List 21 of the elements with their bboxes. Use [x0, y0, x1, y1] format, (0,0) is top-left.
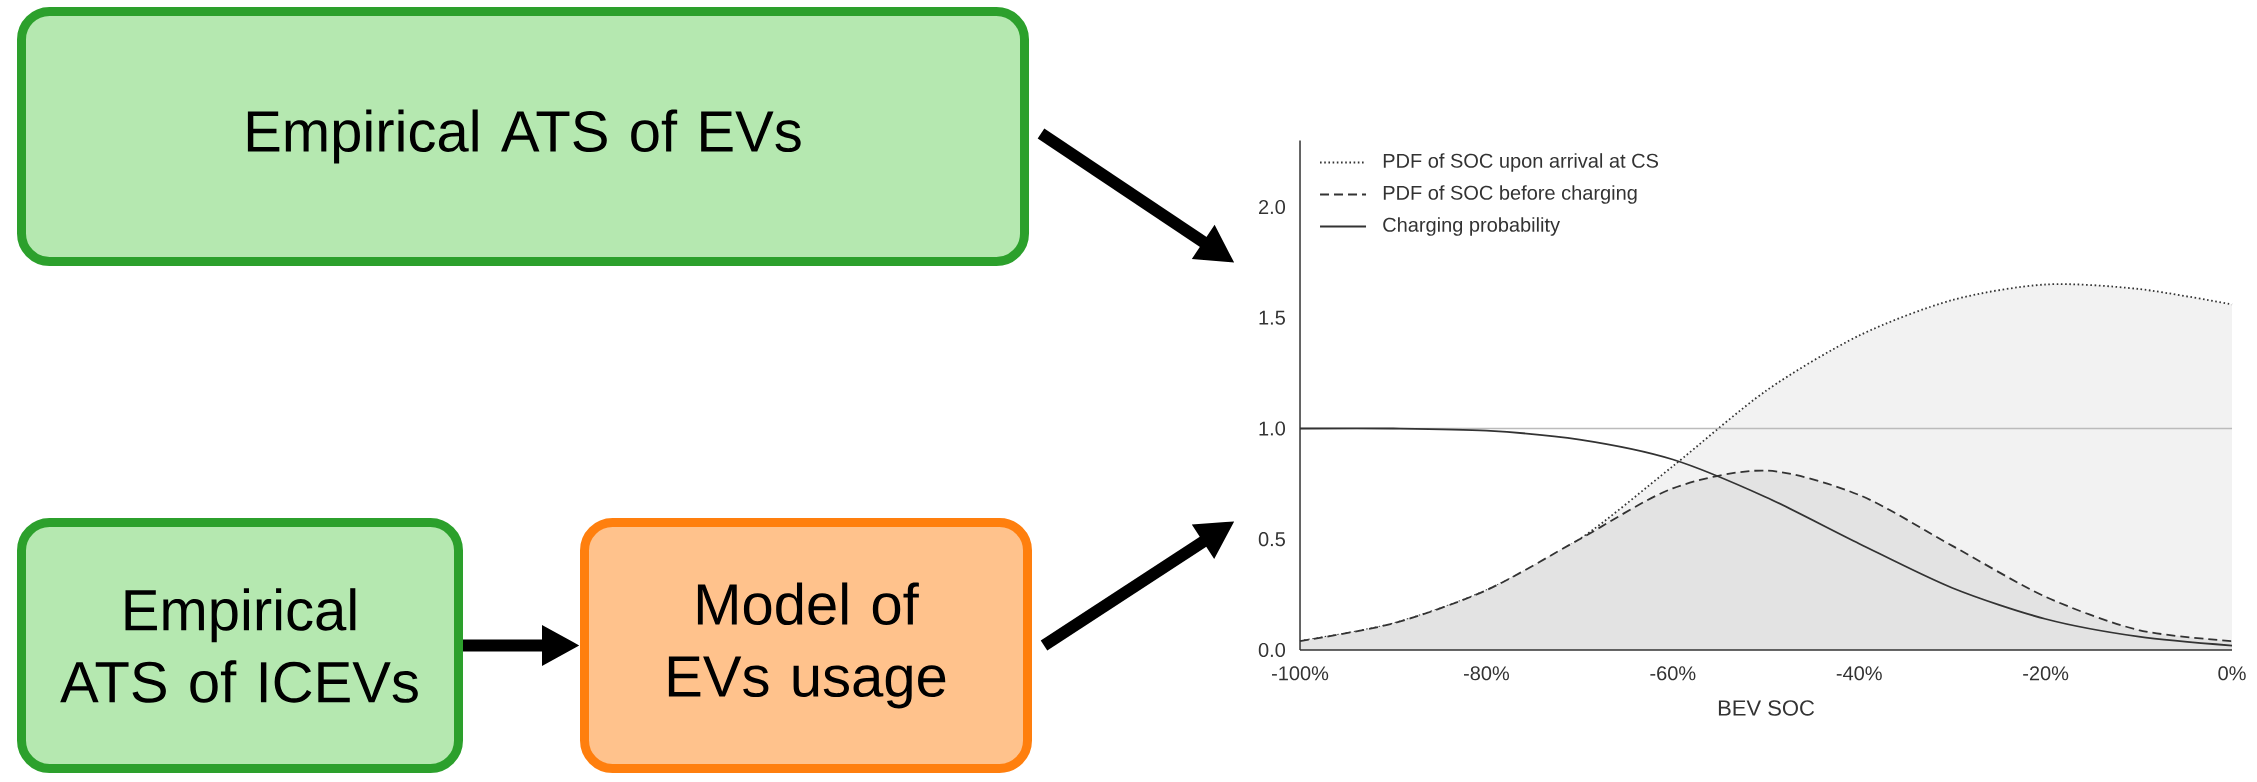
legend-label: PDF of SOC before charging: [1383, 185, 1637, 204]
legend-label: PDF of SOC upon arrival at CS: [1383, 153, 1659, 172]
tick-label: 0%: [2218, 666, 2246, 681]
legend-entry: PDF of SOC upon arrival at CS: [1319, 153, 1658, 172]
tick-label: 1.5: [1259, 310, 1285, 325]
tick-label: -40%: [1836, 666, 1882, 681]
process-box: Model of EVs usage: [580, 518, 1032, 773]
tick-label: -80%: [1463, 666, 1510, 681]
tick-label: 0.0: [1258, 642, 1286, 658]
tick-label: -100%: [1272, 666, 1329, 681]
tick-label: -20%: [2023, 666, 2069, 681]
axis-title: BEV SOC: [1718, 700, 1815, 716]
tick-label: 0.5: [1258, 532, 1285, 547]
legend-label: Charging probability: [1383, 217, 1560, 236]
legend-entry: Charging probability: [1319, 217, 1560, 236]
process-box: Empirical ATS of ICEVs: [17, 518, 463, 773]
tick-label: 1.0: [1259, 421, 1286, 436]
tick-label: -60%: [1650, 666, 1696, 681]
legend-entry: PDF of SOC before charging: [1319, 185, 1637, 204]
process-box: Empirical ATS of EVs: [17, 7, 1029, 266]
tick-label: 2.0: [1259, 199, 1286, 215]
